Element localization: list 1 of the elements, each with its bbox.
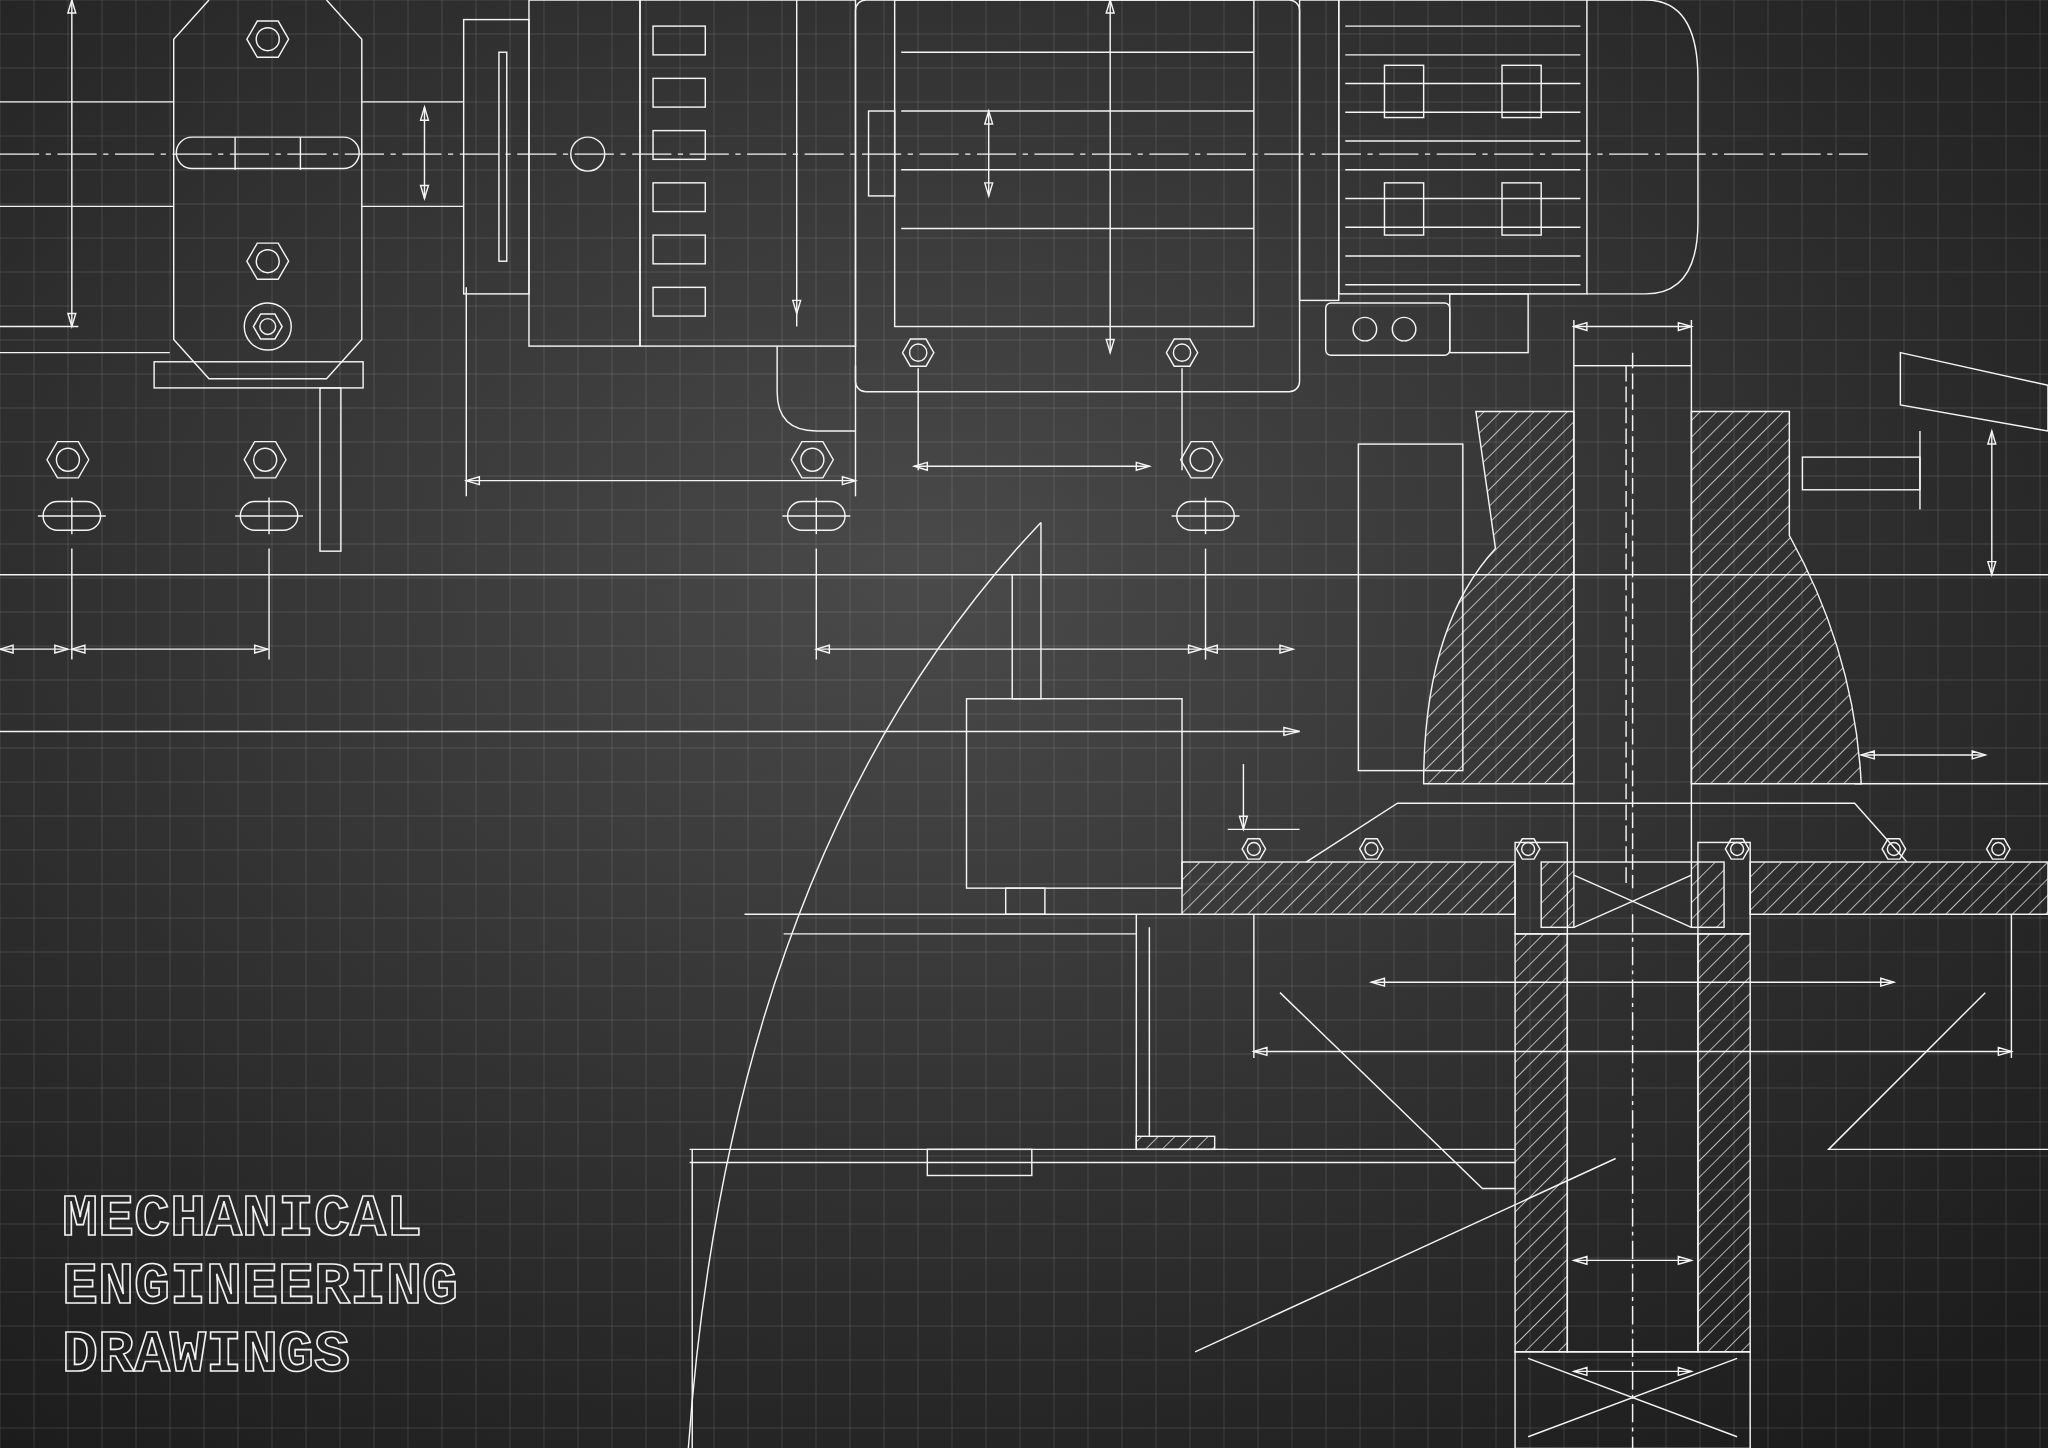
title: MECHANICAL ENGINEERING DRAWINGS [62, 1185, 460, 1389]
